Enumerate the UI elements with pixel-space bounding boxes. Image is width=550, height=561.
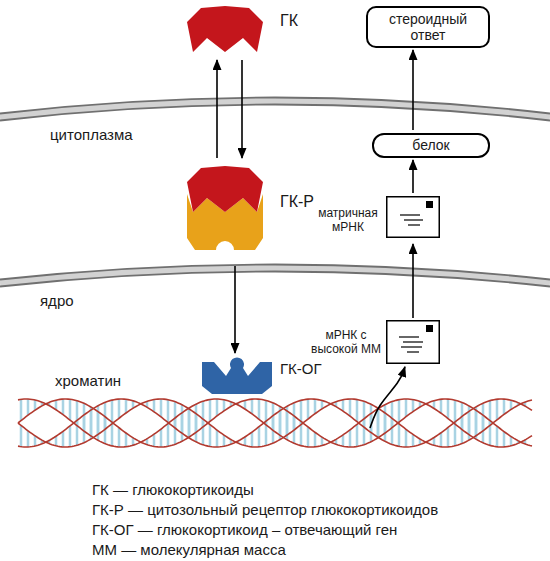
node-label: хроматин (55, 372, 155, 390)
document-line (404, 219, 423, 220)
gene-node: ГК-ОГ (202, 356, 272, 394)
legend-item: ГК-ОГ — глюкокортикоид – отвечающий ген (92, 521, 532, 538)
cell-membrane-line (0, 98, 550, 114)
chromatin-band: хроматин (18, 392, 532, 454)
node-shape (185, 166, 265, 252)
node-label: ГК (280, 11, 350, 30)
arrow-connector (370, 367, 405, 428)
box-text: белок (381, 137, 481, 153)
document-stamp (426, 325, 433, 332)
document-line (399, 336, 419, 337)
region-label: цитоплазма (50, 126, 170, 143)
document-line (408, 224, 420, 225)
nuclear-membrane-band (0, 268, 550, 283)
node-label: матричная мРНК (312, 206, 384, 235)
arrow-connector (412, 160, 414, 193)
mrna-document-node: матричная мРНК (386, 196, 440, 238)
dna-strand (18, 399, 532, 447)
arrow-connector (412, 244, 414, 318)
node-label: мРНК с высокой ММ (308, 328, 384, 357)
legend-text: ГК — глюкокортикоиды (92, 481, 254, 498)
arrow-connector (241, 60, 243, 158)
glucocorticoid-shape (187, 166, 263, 212)
document-line (403, 341, 423, 342)
document-outline (387, 197, 440, 238)
document-stamp (426, 201, 433, 208)
dna-strand (18, 399, 532, 447)
arrow-connector (216, 60, 218, 158)
node-shape (386, 320, 440, 364)
legend-item: ГК-Р — цитозольный рецептор глюкокортико… (92, 501, 532, 518)
cell-membrane-line (0, 105, 550, 121)
node-shape (202, 356, 272, 394)
legend-item: ММ — молекулярная масса (92, 541, 532, 558)
document-line (400, 214, 420, 215)
document-line (407, 351, 419, 352)
legend-item: ГК — глюкокортикоиды (92, 481, 532, 498)
receptor-complex-node: ГК-Р (185, 166, 265, 252)
gene-shape (202, 357, 272, 394)
document-line (401, 346, 422, 347)
process-box: белок (372, 133, 490, 158)
legend-text: ГК-ОГ — глюкокортикоид – отвечающий ген (92, 521, 397, 538)
document-outline (387, 321, 440, 364)
dna-strand (18, 399, 532, 447)
glucocorticoid-shape (187, 6, 263, 52)
arrow-connector (412, 50, 414, 130)
legend-text: ММ — молекулярная масса (92, 541, 286, 558)
box-text: стероидный ответ (378, 11, 478, 43)
process-box: стероидный ответ (366, 6, 490, 48)
arrow-connector (234, 266, 236, 353)
legend-text: ГК-Р — цитозольный рецептор глюкокортико… (92, 501, 438, 518)
region-label: ядро (40, 292, 120, 309)
node-shape (18, 392, 532, 454)
node-label: ГК-ОГ (280, 360, 360, 378)
glucocorticoid-node: ГК (185, 6, 265, 52)
nuclear-membrane-line (0, 272, 550, 287)
cell-membrane-band (0, 101, 550, 117)
dna-strand (18, 399, 532, 447)
node-shape (386, 196, 440, 238)
mrna-document-node: мРНК с высокой ММ (386, 320, 440, 364)
node-shape (185, 6, 265, 52)
